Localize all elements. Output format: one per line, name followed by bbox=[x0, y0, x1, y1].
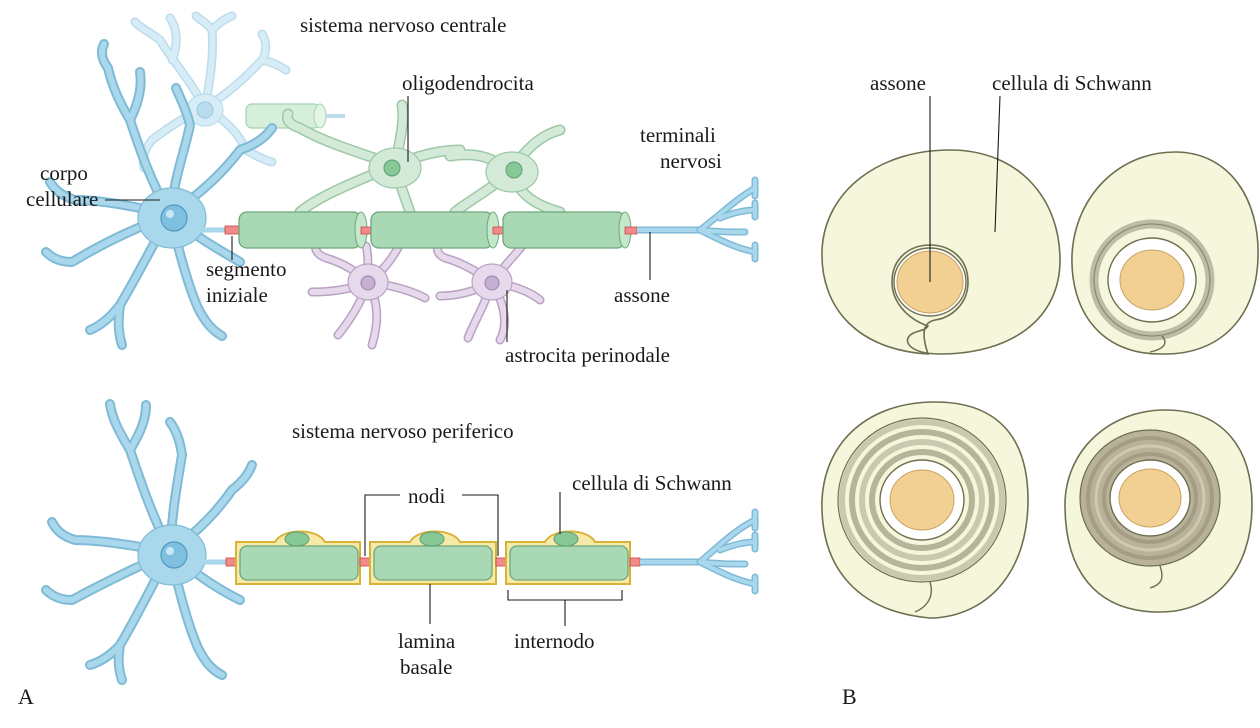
schwann-wrapping-stage-3 bbox=[821, 401, 1029, 619]
cell-body-label-line1: corpo bbox=[40, 161, 88, 185]
initial-segment-label-line2: iniziale bbox=[206, 283, 268, 307]
schwann-cell-label: cellula di Schwann bbox=[572, 471, 732, 495]
oligodendrocyte-label: oligodendrocita bbox=[402, 71, 534, 95]
basal-lamina-label-line2: basale bbox=[400, 655, 452, 679]
schwann-wrapping-stage-4 bbox=[1064, 409, 1253, 613]
schwann-segment bbox=[369, 530, 497, 585]
schwann-segment bbox=[235, 530, 361, 585]
oligodendrocyte bbox=[282, 99, 566, 218]
panel-a-label: A bbox=[18, 684, 34, 709]
pns-neuron bbox=[41, 399, 257, 685]
pns-title: sistema nervoso periferico bbox=[292, 419, 514, 443]
internode-label: internodo bbox=[514, 629, 594, 653]
initial-segment-label-line1: segmento bbox=[206, 257, 286, 281]
leader-lines bbox=[105, 95, 1001, 626]
labels: sistema nervoso centrale oligodendrocita… bbox=[18, 13, 1152, 709]
schwann-segment bbox=[505, 530, 631, 585]
cns-neuron bbox=[41, 39, 277, 350]
cell-body-label-line2: cellulare bbox=[26, 187, 98, 211]
cns-neuron-figure bbox=[41, 11, 759, 350]
cns-nerve-terminals bbox=[696, 176, 759, 263]
schwann-wrapping-stage-2 bbox=[1071, 151, 1259, 355]
nerve-terminals-label-line1: terminali bbox=[640, 123, 716, 147]
pns-myelinated-axon bbox=[235, 530, 700, 585]
panel-b-schwann-cell-label: cellula di Schwann bbox=[992, 71, 1152, 95]
pns-nerve-terminals bbox=[696, 508, 759, 595]
cns-axon-label: assone bbox=[614, 283, 670, 307]
panel-b-axon-label: assone bbox=[870, 71, 926, 95]
panel-b-label: B bbox=[842, 684, 857, 709]
cns-myelinated-axon bbox=[238, 211, 700, 249]
pns-neuron-figure bbox=[41, 399, 759, 685]
nodes-label: nodi bbox=[408, 484, 446, 508]
nerve-terminals-label-line2: nervosi bbox=[660, 149, 722, 173]
schwann-wrapping-stage-1 bbox=[821, 149, 1061, 355]
cns-title: sistema nervoso centrale bbox=[300, 13, 506, 37]
perinodal-astrocyte bbox=[307, 235, 545, 350]
perinodal-astrocyte-label: astrocita perinodale bbox=[505, 343, 670, 367]
basal-lamina-label-line1: lamina bbox=[398, 629, 456, 653]
